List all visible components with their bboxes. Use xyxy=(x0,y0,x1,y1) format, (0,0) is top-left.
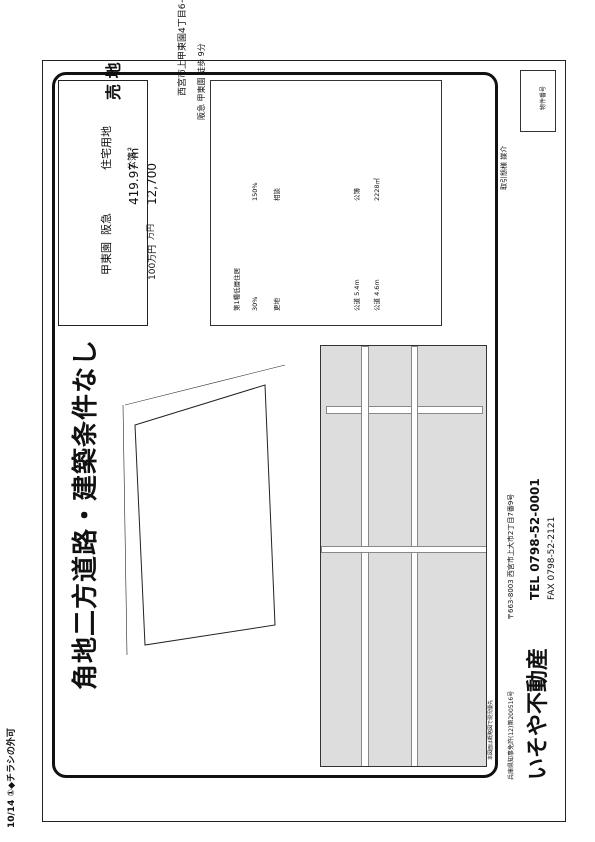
location-map xyxy=(320,345,487,767)
lot-area: 2228㎡ xyxy=(373,177,381,201)
headline: 角地二方道路・建築条件なし xyxy=(71,338,101,690)
company-name: いそや不動産 xyxy=(526,647,551,780)
price-unit: 万円 xyxy=(146,224,155,240)
company-address: 〒663-8003 西宮市上大市2丁目7番9号 xyxy=(507,493,515,620)
floor-area-ratio: 150% xyxy=(251,182,259,201)
road-line-1 xyxy=(124,364,286,406)
property-address: 西宮市上甲東園4丁目6−26 xyxy=(178,0,188,96)
flyer-sheet xyxy=(42,60,566,822)
spec-table: 第1種低層住居 30% 150% 更地 相談 公道 5.4m 公道 4.6m 公… xyxy=(210,80,442,326)
footnote: 本図面は概略図で現況優先 xyxy=(488,699,494,760)
price-value: 12,700 xyxy=(145,163,159,205)
map-road-4 xyxy=(321,546,486,553)
headline-box xyxy=(52,72,498,778)
stamp-box xyxy=(520,70,556,132)
side-note: 取引態様 媒介 xyxy=(500,145,508,190)
delivery: 相談 xyxy=(273,188,281,201)
zoning: 第1種低層住居 xyxy=(233,267,241,311)
map-road-2 xyxy=(361,346,369,766)
railway-name: 阪急 xyxy=(100,213,113,235)
license-number: 兵庫県知事免許(12)第200516号 xyxy=(508,690,515,780)
station-access: 阪急 甲東園 徒歩 9分 xyxy=(197,43,206,120)
company-tel: TEL 0798-52-0001 xyxy=(528,478,542,600)
sidebar-label: 10/14 ①◆チラシの外可 xyxy=(7,728,17,828)
station-name: 甲東園 xyxy=(100,242,113,275)
road-1: 公道 5.4m xyxy=(353,279,361,311)
map-road-3 xyxy=(411,346,418,766)
map-road-1 xyxy=(326,406,483,414)
tsubo-price: 100万円 xyxy=(148,244,158,280)
coverage: 30% xyxy=(251,296,259,311)
detail-table xyxy=(58,80,148,326)
lot-sketch xyxy=(122,364,286,656)
lot-label: 公簿 xyxy=(353,188,361,201)
area-value: 419.97 ㎡ xyxy=(127,147,141,205)
lot-outline xyxy=(134,384,276,646)
stamp-label: 物件番号 xyxy=(540,85,547,110)
road-line-2 xyxy=(122,404,128,656)
title-main: 売 地 xyxy=(104,62,123,100)
company-fax: FAX 0798-52-2121 xyxy=(547,516,557,600)
title-sub: 住宅用地 xyxy=(100,126,113,170)
road-2: 公道 4.6m xyxy=(373,279,381,311)
current-status: 更地 xyxy=(273,298,281,311)
